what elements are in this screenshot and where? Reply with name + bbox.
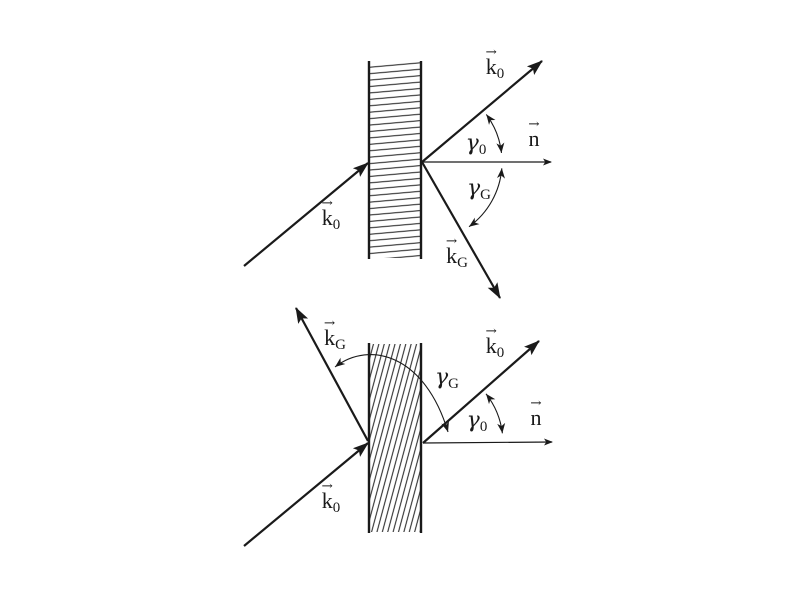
label-subscript: 0 bbox=[332, 500, 341, 517]
crystal-slab-hatching bbox=[370, 62, 420, 258]
vector-arrow-icon: → bbox=[321, 479, 333, 494]
gammaG-angle-arc bbox=[334, 354, 449, 433]
label-subscript: 0 bbox=[479, 419, 488, 436]
vector-arrow-icon: → bbox=[528, 117, 540, 132]
label-normal-n: →n bbox=[528, 119, 540, 154]
label-transmitted-k0: →k0 bbox=[485, 326, 505, 362]
gammaG-angle-arc bbox=[468, 168, 505, 228]
label-subscript: 0 bbox=[496, 66, 505, 83]
label-base: γ bbox=[467, 175, 481, 201]
bottom-diagram bbox=[243, 307, 553, 547]
crystal-slab-hatching bbox=[370, 344, 420, 532]
gamma0-angle-arc bbox=[485, 393, 506, 434]
label-subscript: G bbox=[448, 376, 459, 393]
label-transmitted-k0: →k0 bbox=[485, 47, 505, 83]
diffracted-kG-arrow bbox=[421, 161, 501, 299]
label-base: γ bbox=[465, 130, 479, 156]
top-diagram bbox=[243, 60, 552, 299]
label-base: k bbox=[321, 204, 333, 230]
label-gammaG: γG bbox=[467, 177, 491, 203]
label-base: k bbox=[485, 332, 497, 358]
label-subscript: 0 bbox=[478, 142, 487, 159]
label-incident-k0: →k0 bbox=[321, 481, 341, 517]
vector-arrow-icon: → bbox=[323, 316, 336, 331]
label-subscript: G bbox=[480, 187, 491, 204]
vector-arrow-icon: → bbox=[530, 396, 542, 411]
surface-normal-arrow bbox=[422, 438, 553, 446]
label-normal-n: →n bbox=[530, 398, 542, 433]
incident-k0-arrow bbox=[243, 162, 369, 267]
label-diffracted-kG: →kG bbox=[324, 318, 346, 354]
label-diffracted-kG: →kG bbox=[446, 236, 468, 272]
label-base: k bbox=[446, 242, 458, 268]
label-subscript: 0 bbox=[332, 217, 341, 234]
vector-arrow-icon: → bbox=[445, 234, 458, 249]
vector-arrow-icon: → bbox=[485, 324, 497, 339]
label-base: k bbox=[485, 53, 497, 79]
label-subscript: 0 bbox=[496, 345, 505, 362]
label-gamma0: γ0 bbox=[466, 132, 487, 158]
label-gammaG: γG bbox=[435, 366, 459, 392]
label-base: n bbox=[530, 404, 542, 430]
vector-arrow-icon: → bbox=[485, 45, 497, 60]
vector-arrow-icon: → bbox=[321, 196, 333, 211]
label-base: n bbox=[528, 125, 540, 151]
label-subscript: G bbox=[335, 337, 346, 354]
label-base: γ bbox=[435, 364, 449, 390]
gamma0-angle-arc bbox=[485, 114, 505, 153]
label-base: γ bbox=[466, 407, 480, 433]
transmitted-k0-arrow bbox=[421, 60, 543, 163]
label-subscript: G bbox=[457, 255, 468, 272]
incident-k0-arrow bbox=[243, 442, 369, 547]
label-base: k bbox=[321, 487, 333, 513]
label-base: k bbox=[324, 324, 336, 350]
label-gamma0: γ0 bbox=[467, 409, 488, 435]
label-incident-k0: →k0 bbox=[321, 198, 341, 234]
